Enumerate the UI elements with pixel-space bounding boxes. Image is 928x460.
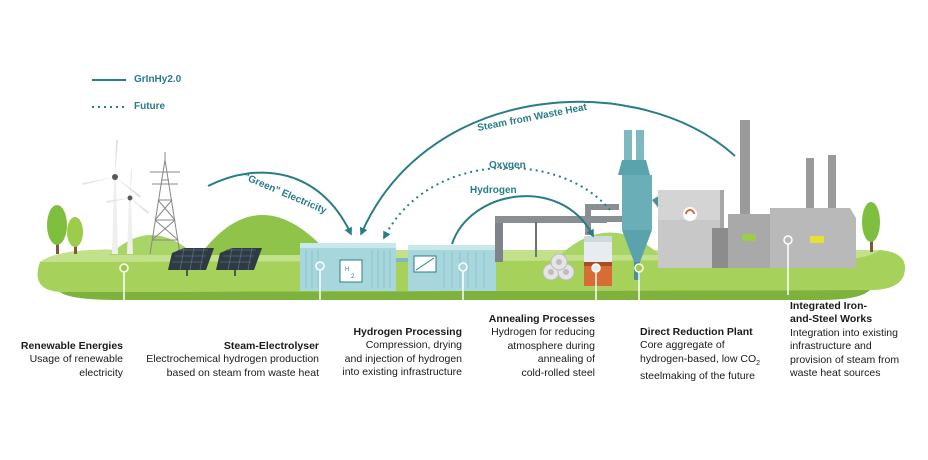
stage-description: Electrochemical hydrogen production base… bbox=[146, 353, 319, 379]
flow-arrows bbox=[207, 100, 736, 245]
tree-icon bbox=[47, 202, 880, 254]
electricity-arrow bbox=[207, 171, 352, 236]
stage-steam-electrolyser: Steam-Electrolyser Electrochemical hydro… bbox=[130, 340, 319, 380]
stage-description-line2: hydrogen-based, low CO2 bbox=[640, 353, 780, 371]
hydrogen-arrow bbox=[451, 195, 594, 245]
stage-hydrogen-processing: Hydrogen Processing Compression, drying … bbox=[330, 326, 462, 380]
stage-description-line3: steelmaking of the future bbox=[640, 370, 755, 383]
oxygen-arrow bbox=[383, 166, 611, 240]
stage-description: Hydrogen for reducing atmosphere during … bbox=[491, 326, 595, 379]
stage-title: Renewable Energies bbox=[20, 340, 123, 352]
processing-container-icon bbox=[408, 245, 496, 291]
stage-direct-reduction-plant: Direct Reduction Plant Core aggregate of… bbox=[640, 326, 780, 384]
legend-dotted-label: Future bbox=[134, 101, 166, 112]
power-pylon-icon bbox=[149, 152, 181, 255]
stage-annealing-processes: Annealing Processes Hydrogen for reducin… bbox=[470, 313, 595, 380]
annealing-furnace bbox=[584, 236, 612, 286]
stage-renewable-energies: Renewable Energies Usage of renewable el… bbox=[8, 340, 123, 380]
legend-solid-label: GrInHy2.0 bbox=[134, 74, 182, 85]
hydrogen-label: Hydrogen bbox=[470, 185, 517, 196]
connector-pipe bbox=[396, 258, 408, 262]
co2-text: hydrogen-based, low CO bbox=[640, 352, 757, 365]
stage-title: Hydrogen Processing bbox=[353, 326, 462, 338]
svg-text:2: 2 bbox=[351, 274, 355, 280]
stage-description-line1: Core aggregate of bbox=[640, 339, 725, 352]
stage-title: Annealing Processes bbox=[488, 313, 595, 325]
svg-text:H: H bbox=[345, 267, 349, 273]
steel-plant-icon bbox=[658, 120, 856, 268]
legend bbox=[92, 79, 126, 108]
stage-title: Direct Reduction Plant bbox=[640, 326, 753, 338]
stage-title: Integrated Iron- and-Steel Works bbox=[790, 300, 873, 326]
stage-integrated-steel-works: Integrated Iron- and-Steel Works Integra… bbox=[790, 300, 920, 380]
coil-icon bbox=[542, 253, 575, 281]
co2-subscript: 2 bbox=[756, 359, 761, 367]
wind-turbine-icon bbox=[82, 140, 149, 254]
stage-description: Integration into existing infrastructure… bbox=[790, 326, 900, 380]
stage-markers bbox=[119, 235, 793, 325]
steam-arrow bbox=[359, 100, 736, 236]
stage-description: Usage of renewable electricity bbox=[29, 353, 123, 379]
pipe-icon bbox=[495, 204, 622, 262]
stage-description: Compression, drying and injection of hyd… bbox=[342, 339, 462, 379]
electrolyser-container-icon: H 2 bbox=[300, 243, 396, 291]
electricity-label: "Green" Electricity bbox=[242, 172, 329, 217]
stage-title: Steam-Electrolyser bbox=[223, 340, 319, 352]
solar-panel-icon bbox=[168, 247, 262, 276]
oxygen-label: Oxygen bbox=[489, 160, 526, 171]
